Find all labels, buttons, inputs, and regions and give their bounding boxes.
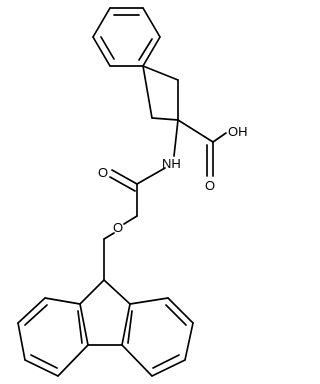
carboxylic-acid-group: OH O xyxy=(177,119,248,193)
bond xyxy=(142,36,161,67)
bond xyxy=(121,344,153,377)
carbamate-group: O O xyxy=(98,165,138,281)
bond xyxy=(17,322,26,361)
bond xyxy=(17,297,46,324)
double-bond-inner xyxy=(138,38,153,61)
double-bond-inner xyxy=(24,304,48,326)
indane-cyclopentane-ring xyxy=(142,65,179,121)
fluorene-left-benzene-ring xyxy=(17,297,89,377)
oh-label: OH xyxy=(228,124,248,139)
bond xyxy=(92,7,111,38)
bond xyxy=(79,279,105,305)
bond xyxy=(184,322,194,361)
bond xyxy=(57,344,89,377)
bond xyxy=(151,359,186,377)
bond xyxy=(121,303,131,346)
bond xyxy=(167,297,194,324)
fluorene-right-benzene-ring xyxy=(121,297,194,377)
double-bond-inner xyxy=(109,176,136,192)
bond xyxy=(142,65,179,81)
bond xyxy=(79,303,89,346)
ester-oxygen-label: O xyxy=(113,220,123,235)
structure-canvas: OH O NH O O xyxy=(17,7,248,377)
bond xyxy=(129,297,169,305)
carbonyl-oxygen-label: O xyxy=(98,165,108,180)
amine-group: NH xyxy=(136,119,181,185)
double-bond-inner xyxy=(165,304,187,326)
bond xyxy=(142,65,153,119)
bond xyxy=(151,117,179,121)
fmoc-aminoindane-carboxylic-acid-structure: OH O NH O O xyxy=(17,7,248,377)
nh-label: NH xyxy=(162,156,181,171)
bond xyxy=(173,119,179,157)
double-bond-inner xyxy=(127,310,133,344)
bond xyxy=(142,7,161,38)
double-bond-inner xyxy=(30,354,58,369)
bond xyxy=(136,167,166,185)
bond xyxy=(123,215,138,225)
indane-benzene-ring xyxy=(92,7,161,67)
fluorene-five-membered-ring xyxy=(79,279,131,346)
bond xyxy=(24,359,59,377)
bond xyxy=(212,132,227,143)
carboxyl-oxygen-label: O xyxy=(205,178,215,193)
bond xyxy=(177,119,214,143)
double-bond-inner xyxy=(77,310,83,344)
bond xyxy=(103,279,131,305)
bond xyxy=(111,169,138,185)
bond xyxy=(103,232,115,240)
bond xyxy=(44,297,81,305)
bond xyxy=(92,36,111,67)
double-bond-inner xyxy=(152,354,180,369)
double-bond-inner xyxy=(100,36,115,60)
